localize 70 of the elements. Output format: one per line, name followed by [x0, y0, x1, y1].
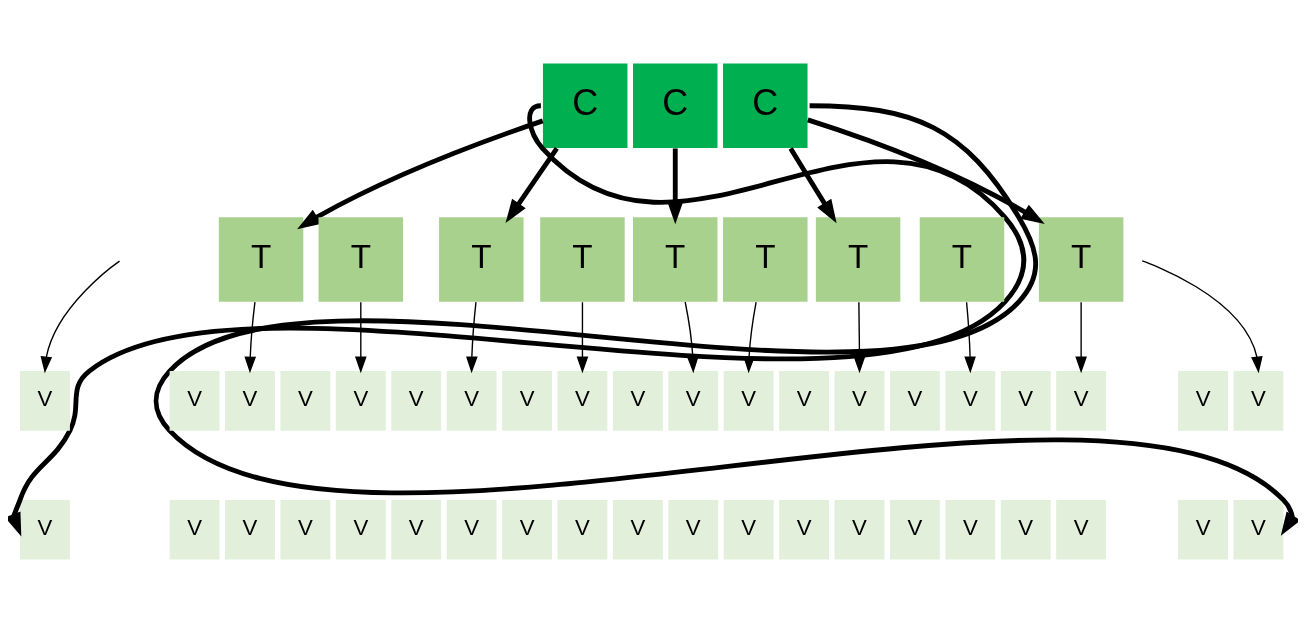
node-box: V	[225, 370, 275, 431]
node-box: V	[723, 370, 774, 431]
node-box: V	[280, 499, 331, 559]
node-box: V	[446, 370, 497, 431]
node-box: V	[557, 370, 608, 431]
node-box: V	[1178, 370, 1228, 431]
node-box: V	[945, 499, 996, 559]
node-box: C	[723, 63, 808, 148]
node-box: T	[218, 216, 304, 302]
node-box: T	[723, 216, 808, 302]
arrow	[964, 301, 976, 373]
node-box: V	[834, 370, 885, 431]
arrow	[1075, 301, 1087, 373]
node-box: V	[502, 370, 552, 431]
node-box: V	[612, 370, 663, 431]
node-box: T	[633, 216, 718, 302]
node-box: C	[633, 63, 718, 148]
node-box: C	[542, 63, 628, 148]
node-box: V	[1056, 499, 1107, 559]
node-box: V	[502, 499, 552, 559]
node-box: V	[391, 499, 442, 559]
node-box: V	[889, 370, 940, 431]
node-box: V	[834, 499, 885, 559]
node-box: V	[446, 499, 497, 559]
node-box: V	[391, 370, 442, 431]
node-box: V	[889, 499, 940, 559]
node-box: V	[169, 370, 220, 431]
node-box: T	[318, 216, 404, 302]
arrow	[297, 118, 544, 229]
node-box: V	[335, 370, 386, 431]
node-box: T	[815, 216, 901, 302]
node-box: V	[1233, 499, 1284, 559]
arrow	[40, 259, 121, 373]
node-box: T	[919, 216, 1005, 302]
node-box: V	[225, 499, 275, 559]
node-box: T	[439, 216, 524, 302]
node-box: V	[335, 499, 386, 559]
arrow	[505, 146, 559, 223]
node-box: V	[668, 499, 719, 559]
node-box: T	[540, 216, 625, 302]
node-box: V	[280, 370, 331, 431]
node-box: V	[723, 499, 774, 559]
arrow	[354, 301, 367, 373]
node-box: V	[1178, 499, 1228, 559]
node-box: V	[612, 499, 663, 559]
node-box: V	[20, 499, 70, 559]
arrow	[1141, 259, 1263, 373]
node-box: V	[779, 370, 829, 431]
arrow	[8, 103, 1026, 537]
arrow	[853, 301, 866, 373]
node-box: V	[557, 499, 608, 559]
arrow	[788, 146, 837, 223]
node-box: V	[1000, 370, 1051, 431]
node-box: V	[1233, 370, 1284, 431]
node-box: V	[169, 499, 220, 559]
arrow	[807, 117, 1045, 224]
arrow	[743, 300, 757, 373]
node-box: V	[1000, 499, 1051, 559]
node-box: V	[945, 370, 996, 431]
arrow	[466, 301, 478, 373]
node-box: V	[668, 370, 719, 431]
arrow	[155, 102, 1298, 536]
arrow	[576, 301, 589, 373]
arrow	[667, 147, 684, 224]
node-box: V	[1056, 370, 1107, 431]
arrow	[244, 300, 257, 373]
node-box: T	[1038, 216, 1124, 302]
node-box: V	[779, 499, 829, 559]
arrow	[684, 300, 699, 373]
node-box: V	[20, 370, 70, 431]
